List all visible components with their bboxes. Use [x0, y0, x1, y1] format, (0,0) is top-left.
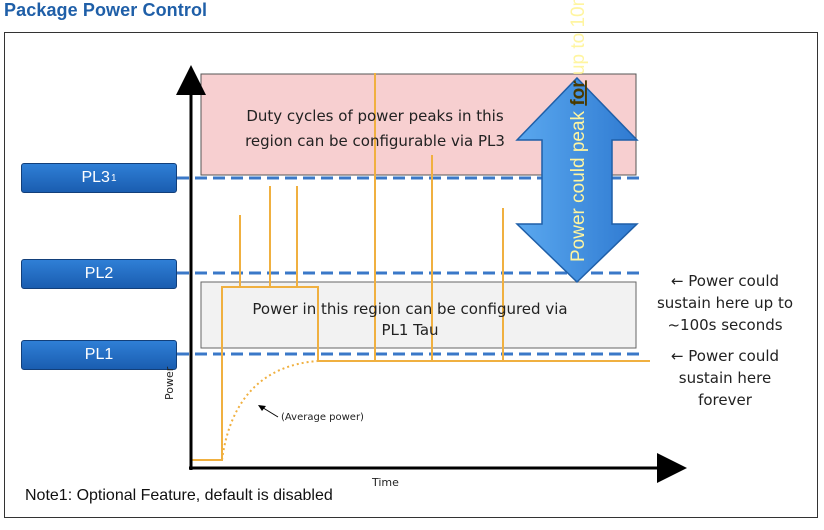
pl2-annotation: ← Power could sustain here up to ~100s s… [640, 270, 810, 336]
footnote: Note1: Optional Feature, default is disa… [25, 487, 333, 504]
average-power-label: (Average power) [281, 412, 364, 423]
pl1-label: PL1 [84, 346, 114, 363]
pl2-annotation-line1: ← Power could [670, 272, 780, 290]
pl3-label: PL3 [81, 169, 110, 186]
pl3-footnote-marker: 1 [110, 172, 117, 184]
pl1-tau-region [200, 281, 637, 349]
power-trace [191, 73, 650, 461]
pl1-tau-region-text: Power in this region can be configured v… [220, 299, 600, 341]
pl1-annotation-line3: forever [698, 391, 752, 409]
pl1-tau-text-line1: Power in this region can be configured v… [252, 300, 568, 318]
peak-duration-arrow [515, 76, 639, 284]
pl1-annotation-line1: ← Power could [670, 347, 780, 365]
pl2-annotation-line2: sustain here up to [656, 294, 794, 312]
pl1-annotation-line2: sustain here [678, 369, 772, 387]
x-axis-label: Time [372, 476, 399, 489]
pl2-label: PL2 [84, 265, 114, 282]
pl2-label-box: PL2 [21, 259, 177, 289]
peak-duration-text: Power could peak for up to 10ms [568, 0, 589, 262]
pl3-region-text-line1: Duty cycles of power peaks in this [246, 107, 504, 125]
pl2-annotation-line3: ~100s seconds [667, 316, 783, 334]
diagram-frame [4, 32, 818, 518]
pl3-region-text: Duty cycles of power peaks in this regio… [205, 104, 545, 154]
pl3-region-text-line2: region can be configurable via PL3 [245, 132, 505, 150]
page-title: Package Power Control [4, 0, 208, 20]
pl1-annotation: ← Power could sustain here forever [640, 345, 810, 411]
pl1-tau-text-line2: PL1 Tau [381, 321, 439, 339]
y-axis-label: Power [163, 367, 176, 400]
y-axis-label-text: Power [163, 366, 176, 400]
pl1-label-box: PL1 [21, 340, 177, 370]
